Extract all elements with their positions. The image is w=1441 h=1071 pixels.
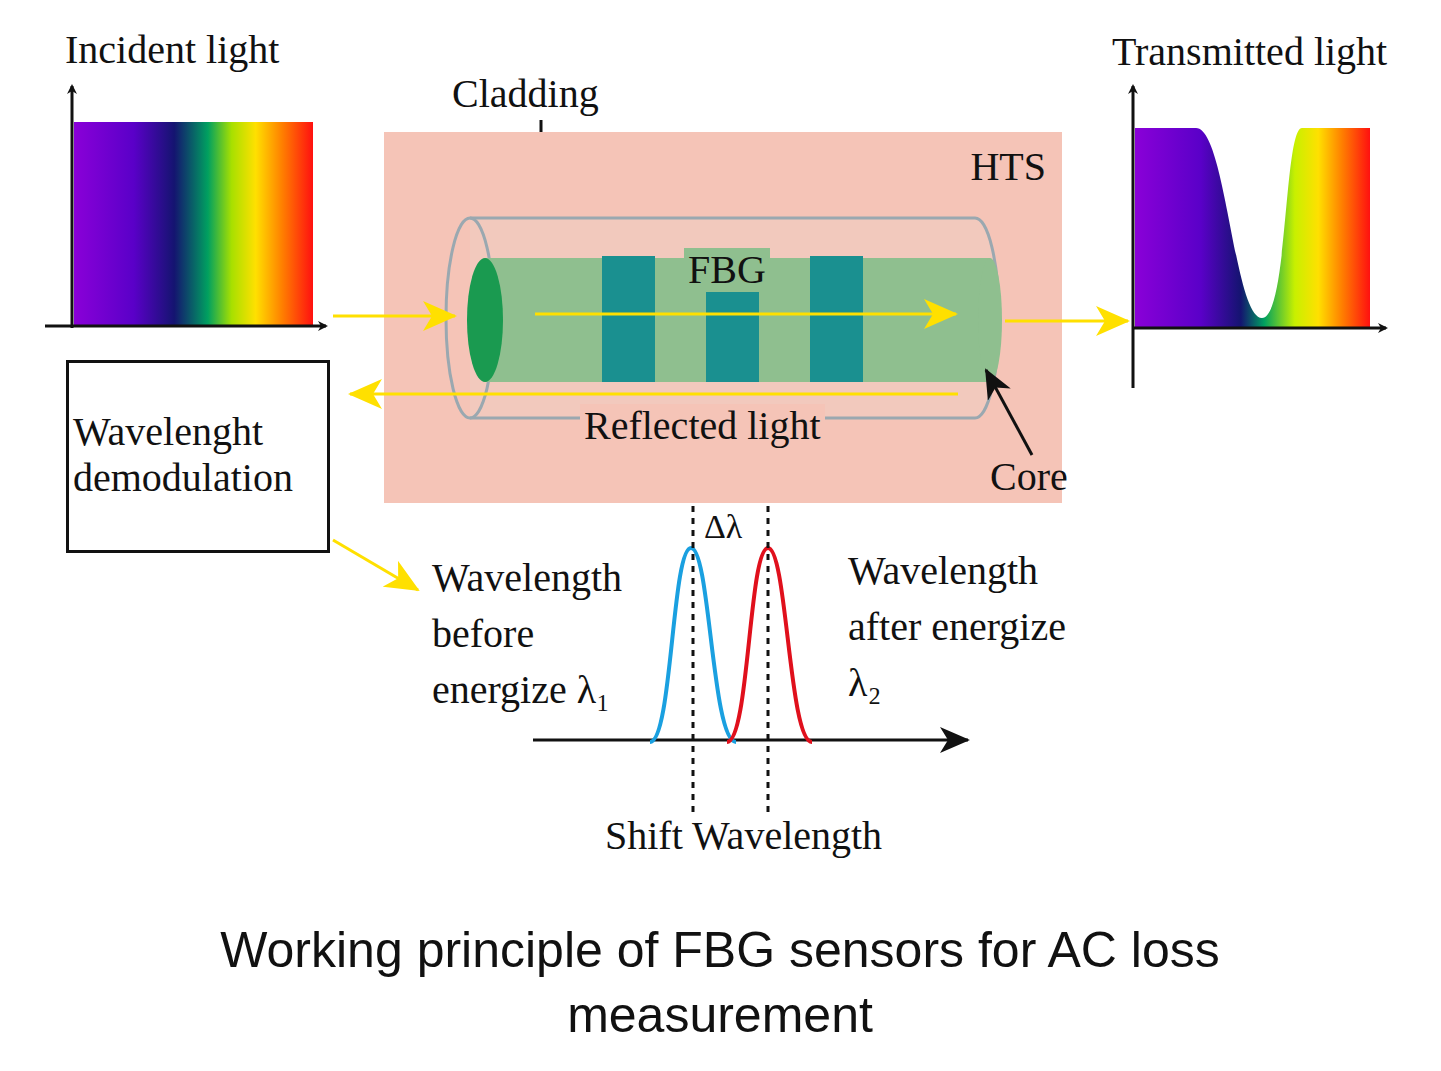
region-label: HTS: [970, 144, 1046, 190]
peak-label: Wavelength before energize λ₁: [432, 550, 677, 718]
part-label: Core: [990, 455, 1068, 499]
process-label: Wavelenght demodulation: [73, 409, 323, 501]
process-box: Wavelenght demodulation: [66, 360, 330, 553]
figure-caption: Working principle of FBG sensors for AC …: [130, 918, 1310, 1048]
transmitted-spectrum: [1133, 86, 1386, 388]
part-label: Cladding: [452, 72, 599, 116]
axis-title: Incident light: [65, 28, 279, 72]
shift-label: Δλ: [704, 508, 742, 545]
incident-spectrum: [45, 86, 326, 328]
peak-label: Wavelength after energize λ₂: [848, 543, 1093, 711]
part-label: FBG: [684, 248, 770, 292]
signal-label: Reflected light: [580, 404, 825, 448]
axis-title: Transmitted light: [1112, 30, 1387, 74]
axis-label: Shift Wavelength: [605, 814, 882, 858]
demodulation-arrow: [333, 540, 418, 590]
